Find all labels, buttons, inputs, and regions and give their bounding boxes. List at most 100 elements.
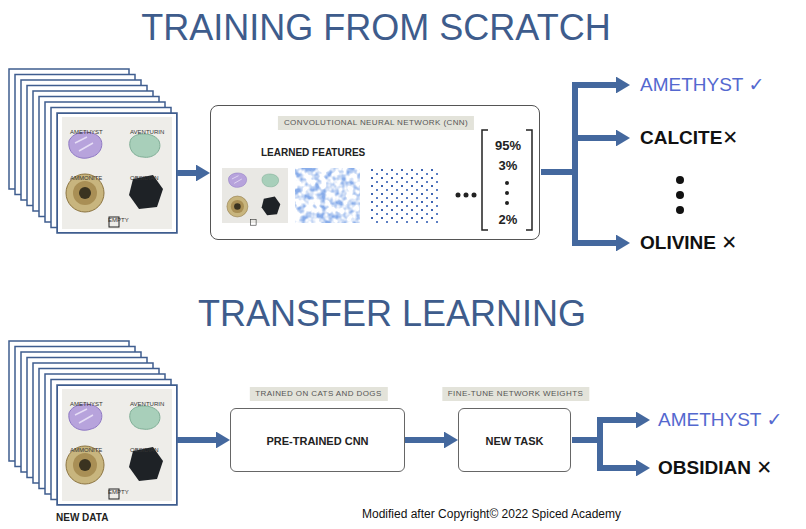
box-title: PRE-TRAINED CNN xyxy=(266,434,368,448)
text-slot: PRE-TRAINED CNN xyxy=(231,431,404,449)
sample-label: AVENTURIN xyxy=(130,401,164,408)
image-stack xyxy=(9,341,177,505)
text-slot: TRAINING FROM SCRATCH xyxy=(141,6,610,50)
photo-ground xyxy=(62,117,172,229)
text-slot: LEARNED FEATURES xyxy=(261,142,365,160)
flow-arrow xyxy=(405,437,444,443)
section-heading: LEARNED FEATURES xyxy=(261,147,365,159)
ellipsis-dot xyxy=(456,193,461,198)
text-slot: AMETHYST xyxy=(70,392,103,410)
vector-bracket xyxy=(526,130,532,230)
feature-ground xyxy=(370,168,440,223)
arrow-stem xyxy=(597,420,603,468)
ellipsis-dot xyxy=(505,201,509,205)
image-stack-front: AMETHYSTAVENTURINAMMONITEOBSIDIANEMPTYNE… xyxy=(57,385,177,505)
arrow-stem xyxy=(572,437,600,443)
text-slot: AMETHYST ✓ xyxy=(640,73,764,97)
ellipsis-dot xyxy=(676,176,684,184)
ellipsis-dot xyxy=(505,181,509,185)
text-slot: EMPTY xyxy=(108,480,129,498)
feature-map-noise xyxy=(295,168,360,223)
sample-label: AMMONITE xyxy=(70,175,102,182)
arrow-branch xyxy=(600,417,636,423)
sample-label: AMMONITE xyxy=(70,447,102,454)
text-slot: AVENTURIN xyxy=(130,120,164,138)
mineral-samples xyxy=(66,132,163,227)
flow-arrow xyxy=(177,170,196,176)
image-stack-front: AMETHYST AVENTURIN AMMONITE OBSIDIAN EMPTY xyxy=(57,113,177,233)
arrow-branch xyxy=(600,465,636,471)
text-slot: AMETHYST xyxy=(70,120,103,138)
text-slot: CALCITE✕ xyxy=(640,126,738,150)
image-stack xyxy=(9,69,177,233)
output-arrows xyxy=(541,85,616,243)
cnn-panel: CONVOLUTIONAL NEURAL NETWORK (CNN) LEARNE… xyxy=(210,105,540,240)
sample-label: AVENTURIN xyxy=(130,129,164,136)
text-slot: TRANSFER LEARNING xyxy=(198,292,586,336)
mineral-samples xyxy=(66,404,163,499)
process-box: TRAINED ON CATS AND DOGSPRE-TRAINED CNN xyxy=(230,408,405,472)
text-slot: OBSIDIAN xyxy=(130,438,159,456)
text-slot: 3% xyxy=(499,156,518,174)
text-slot: CONVOLUTIONAL NEURAL NETWORK (CNN) xyxy=(278,111,474,130)
stack-sheet xyxy=(57,385,177,505)
sample-label: OBSIDIAN xyxy=(130,175,159,182)
class-result: AMETHYST ✓ xyxy=(640,73,764,97)
stack-heading: NEW DATA xyxy=(56,512,108,524)
class-result: OLIVINE ✕ xyxy=(640,231,737,255)
section-title: TRANSFER LEARNING xyxy=(198,292,586,336)
arrow-branch xyxy=(575,135,616,141)
mineral-photo xyxy=(62,117,172,229)
text-slot: OBSIDIAN xyxy=(130,166,159,184)
mineral-samples xyxy=(227,173,280,225)
text-slot: AMETHYST ✓ xyxy=(658,408,782,432)
ellipsis-dot xyxy=(505,191,509,195)
sample-label: EMPTY xyxy=(108,489,129,496)
text-slot: Modified after Copyright© 2022 Spiced Ac… xyxy=(362,504,621,522)
ellipsis-dot xyxy=(472,193,477,198)
text-slot: TRAINED ON CATS AND DOGS xyxy=(249,382,387,401)
text-slot: EMPTY xyxy=(108,208,129,226)
text-slot: 2% xyxy=(499,210,518,228)
sample-label: AMETHYST xyxy=(70,129,103,136)
arrow-stem xyxy=(572,85,578,243)
feature-ground xyxy=(295,168,360,223)
mineral-photo xyxy=(62,389,172,501)
class-result: AMETHYST ✓ xyxy=(658,408,782,432)
sample-label: EMPTY xyxy=(108,217,129,224)
text-slot: 95% xyxy=(495,136,521,154)
feature-map-dots xyxy=(370,168,440,223)
output-arrows xyxy=(572,420,636,468)
process-box: FINE-TUNE NETWORK WEIGHTSNEW TASK xyxy=(458,408,571,472)
text-slot: OBSIDIAN ✕ xyxy=(658,456,772,480)
vector-bracket xyxy=(482,130,488,230)
ellipsis-dot xyxy=(676,191,684,199)
stack-sheet xyxy=(57,113,177,233)
class-result: OBSIDIAN ✕ xyxy=(658,456,772,480)
photo-ground xyxy=(62,389,172,501)
sample-label: OBSIDIAN xyxy=(130,447,159,454)
text-slot: FINE-TUNE NETWORK WEIGHTS xyxy=(442,382,589,401)
probability-value: 95% xyxy=(495,138,521,153)
probability-value: 3% xyxy=(499,158,518,173)
panel-tag: CONVOLUTIONAL NEURAL NETWORK (CNN) xyxy=(278,116,474,130)
box-tag: FINE-TUNE NETWORK WEIGHTS xyxy=(442,387,589,401)
sample-label: AMETHYST xyxy=(70,401,103,408)
arrow-branch xyxy=(575,240,616,246)
caption: Modified after Copyright© 2022 Spiced Ac… xyxy=(362,507,621,521)
text-slot: AVENTURIN xyxy=(130,392,164,410)
text-slot: AMMONITE xyxy=(70,166,102,184)
text-slot: AMMONITE xyxy=(70,438,102,456)
box-tag: TRAINED ON CATS AND DOGS xyxy=(249,387,387,401)
text-slot: NEW TASK xyxy=(459,431,570,449)
feature-map-photo xyxy=(222,168,288,225)
flow-arrow xyxy=(177,437,216,443)
ellipsis-dot xyxy=(676,206,684,214)
text-slot: NEW DATA xyxy=(56,507,108,525)
class-result: CALCITE✕ xyxy=(640,126,738,150)
page-title: TRAINING FROM SCRATCH xyxy=(141,6,610,50)
probability-value: 2% xyxy=(499,212,518,227)
ellipsis-dot xyxy=(464,193,469,198)
box-title: NEW TASK xyxy=(486,434,544,448)
